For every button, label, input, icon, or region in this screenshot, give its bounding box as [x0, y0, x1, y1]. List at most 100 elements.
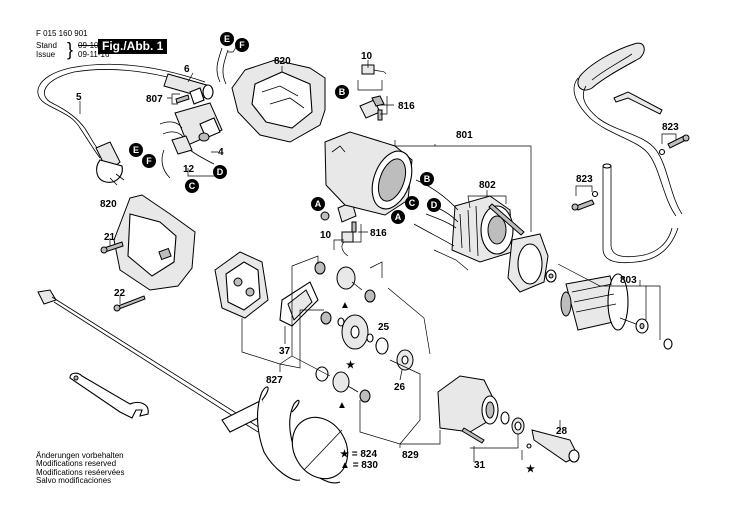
part-labels: 5 6 807 820 4 12 10 816 801 802 816 10 8…	[76, 51, 679, 471]
screw-21	[100, 241, 124, 254]
wires-ef-top	[216, 43, 239, 85]
power-cord	[37, 63, 206, 186]
carbon-brush-bottom	[341, 231, 354, 257]
field-coil	[413, 179, 525, 263]
fan-baffle	[507, 233, 549, 293]
assembly-symbols: ▲ ★ ▲ ★	[337, 300, 535, 475]
document-number: F 015 160 901	[36, 29, 88, 38]
label-829: 829	[402, 450, 419, 461]
hex-key	[613, 91, 663, 115]
connector-b-brush: B	[335, 85, 349, 99]
brace-symbol: }	[67, 38, 74, 60]
connector-d-field: D	[427, 198, 441, 212]
label-12: 12	[183, 164, 195, 175]
screw-22	[113, 295, 146, 312]
label-26: 26	[394, 382, 406, 393]
label-807: 807	[146, 94, 163, 105]
label-801: 801	[456, 130, 473, 141]
stand-label: Stand	[36, 41, 57, 50]
svg-text:F: F	[146, 156, 152, 166]
svg-text:D: D	[217, 167, 224, 177]
legend-star-row: ★ = 824	[340, 449, 378, 460]
bearing-flange	[214, 251, 269, 319]
label-10-bottom: 10	[320, 230, 332, 241]
triangle-icon: ▲	[340, 460, 350, 471]
stand-date: 09-10-30	[78, 41, 111, 50]
carbon-brush-top	[361, 64, 387, 75]
notice-line-es: Salvo modificaciones	[36, 475, 112, 485]
star-symbol: ★	[346, 360, 355, 371]
brush-holder-top	[359, 95, 385, 121]
connector-b-field: B	[420, 172, 434, 186]
svg-text:D: D	[431, 200, 438, 210]
housing-half-left	[113, 194, 196, 291]
label-816-bottom: 816	[370, 228, 387, 239]
symbol-legend: ★ = 824 ▲ = 830	[340, 449, 378, 471]
mixing-paddle	[37, 289, 349, 484]
label-5: 5	[76, 92, 82, 103]
notice-line-de: Änderungen vorbehalten	[36, 451, 124, 460]
svg-text:B: B	[424, 174, 431, 184]
connector-c-switch: C	[185, 179, 199, 193]
leader-lines	[79, 60, 677, 462]
svg-text:E: E	[133, 145, 139, 155]
label-827: 827	[266, 375, 283, 386]
svg-text:C: C	[409, 198, 416, 208]
motor-housing	[324, 131, 413, 216]
intermediate-gear	[320, 311, 414, 371]
label-10-top: 10	[361, 51, 373, 62]
connector-e-left: E	[129, 143, 143, 157]
connector-c-field: C	[405, 196, 419, 210]
seal-rings	[500, 411, 532, 449]
cord-clamp	[175, 87, 205, 105]
svg-text:F: F	[239, 40, 245, 50]
label-22: 22	[114, 288, 126, 299]
handle-screw-left	[571, 190, 599, 211]
legend-triangle-text: = 830	[352, 460, 378, 471]
triangle-symbol: ▲	[337, 400, 347, 411]
label-37: 37	[279, 346, 291, 357]
modifications-notice: Änderungen vorbehalten Modifications res…	[36, 451, 124, 485]
star-symbol: ★	[526, 464, 535, 475]
connector-a-brush: A	[311, 197, 325, 211]
connector-d-switch: D	[213, 165, 227, 179]
connector-f-left: F	[142, 154, 156, 168]
label-25: 25	[378, 322, 390, 333]
label-816-top: 816	[398, 101, 415, 112]
label-4: 4	[218, 147, 224, 158]
connector-e-top: E	[220, 32, 234, 46]
label-21: 21	[104, 232, 116, 243]
label-803: 803	[620, 275, 637, 286]
star-icon: ★	[340, 449, 349, 460]
switch	[159, 102, 223, 179]
label-6: 6	[184, 64, 190, 75]
figure-badge: Fig./Abb. 1	[98, 39, 168, 54]
handle-screw-right	[658, 134, 690, 156]
triangle-symbol: ▲	[340, 300, 350, 311]
label-823-right: 823	[662, 122, 679, 133]
svg-text:A: A	[315, 199, 322, 209]
issue-label: Issue	[36, 50, 56, 59]
label-28: 28	[556, 426, 568, 437]
open-end-wrench	[69, 372, 149, 419]
armature	[545, 269, 673, 350]
label-820-top: 820	[274, 56, 291, 67]
label-802: 802	[479, 180, 496, 191]
legend-star-text: = 824	[351, 449, 378, 460]
gasket	[279, 281, 319, 327]
connector-f-top: F	[235, 38, 249, 52]
legend-triangle-row: ▲ = 830	[340, 460, 378, 471]
svg-text:B: B	[339, 87, 346, 97]
label-820-left: 820	[100, 199, 117, 210]
issue-date: 09-11-16	[78, 50, 110, 59]
connector-markers: E F E F D C B A B C D A	[129, 32, 441, 224]
gear-housing	[437, 375, 499, 433]
svg-text:E: E	[224, 34, 230, 44]
label-31: 31	[474, 460, 486, 471]
label-823-left: 823	[576, 174, 593, 185]
connector-a-field: A	[391, 210, 405, 224]
pinion-shaft-upper	[314, 261, 376, 303]
housing-half-top	[231, 59, 326, 143]
spindle	[531, 429, 580, 463]
